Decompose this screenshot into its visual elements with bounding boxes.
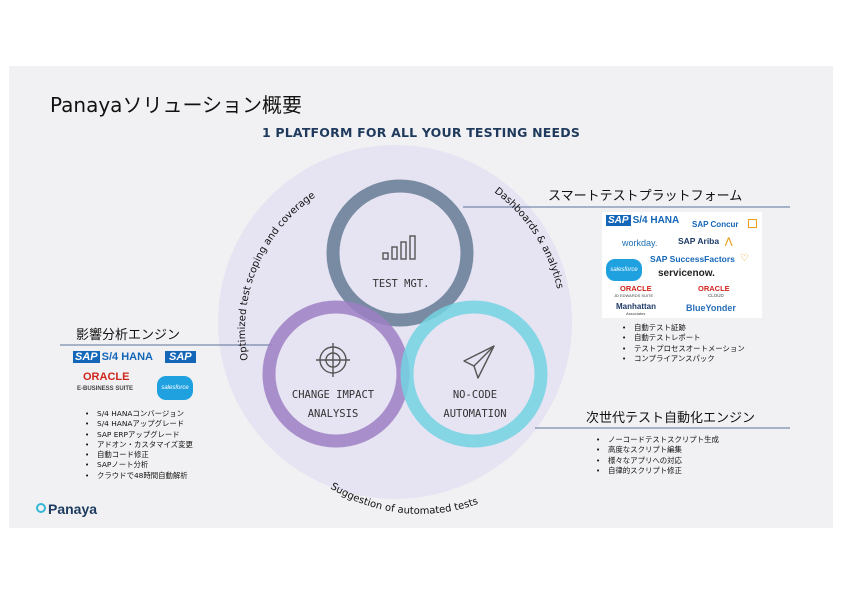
concur-logo: SAP Concur: [692, 220, 739, 229]
test-mgt-circle: [326, 179, 474, 327]
list-item: S/4 HANAアップグレード: [85, 419, 193, 430]
subtitle: 1 PLATFORM FOR ALL YOUR TESTING NEEDS: [261, 125, 581, 140]
list-item: SAPノート分析: [85, 460, 193, 471]
oracle-cloud-sub: CLOUD: [708, 293, 724, 298]
automation-circle: [400, 300, 548, 448]
brand-name: Panaya: [48, 501, 98, 517]
list-item: コンプライアンスパック: [622, 354, 745, 365]
oracle-logo: ORACLE: [83, 371, 130, 383]
list-item: S/4 HANAコンバージョン: [85, 409, 193, 420]
target-icon: [316, 343, 350, 377]
sap-logo: SAP: [165, 351, 196, 363]
impact-engine-heading: 影響分析エンジン: [76, 328, 181, 343]
list-item: 様々なアプリへの対応: [596, 456, 719, 467]
list-item: 自律的スクリプト修正: [596, 466, 719, 477]
concur-icon: [748, 219, 757, 228]
oracle-jde-logo: ORACLE: [620, 284, 652, 293]
automation-label-line-1: NO-CODE: [453, 389, 497, 401]
servicenow-logo: servicenow.: [658, 268, 715, 279]
sap-tag: SAP: [606, 215, 631, 226]
impact-label-line-2: ANALYSIS: [308, 408, 359, 420]
smart-platform-heading: スマートテストプラットフォーム: [548, 189, 743, 204]
bar-chart-icon: [382, 235, 416, 260]
list-item: 自動テストレポート: [622, 333, 745, 344]
oracle-cloud-logo: ORACLE: [698, 284, 730, 293]
blueyonder-logo: BlueYonder: [686, 303, 736, 313]
automation-engine-bullets: ノーコードテストスクリプト生成 高度なスクリプト編集 様々なアプリへの対応 自律…: [596, 435, 719, 476]
list-item: クラウドで48時間自動解析: [85, 471, 193, 482]
list-item: 自動テスト証跡: [622, 323, 745, 334]
page-title: Panayaソリューション概要: [50, 93, 303, 117]
list-item: 高度なスクリプト編集: [596, 445, 719, 456]
panaya-logo-icon: [36, 503, 46, 513]
workday-logo: workday.: [622, 238, 658, 248]
heart-icon: ♡: [740, 253, 749, 264]
oracle-jde-sub: JD EDWARDS SUITE: [614, 293, 654, 298]
ariba-logo: SAP Ariba: [678, 236, 720, 246]
smart-platform-bullets: 自動テスト証跡 自動テストレポート テストプロセスオートメーション コンプライア…: [622, 323, 745, 364]
list-item: ノーコードテストスクリプト生成: [596, 435, 719, 446]
salesforce-logo: salesforce: [606, 259, 642, 281]
ariba-icon: ⋀: [725, 236, 733, 246]
oracle-sub: E-BUSINESS SUITE: [77, 386, 134, 392]
manhattan-logo: Manhattan: [616, 302, 656, 311]
list-item: アドオン・カスタマイズ変更: [85, 440, 193, 451]
salesforce-logo: salesforce: [157, 376, 193, 400]
list-item: テストプロセスオートメーション: [622, 344, 745, 355]
paper-plane-icon: [463, 345, 495, 379]
impact-label-line-1: CHANGE IMPACT: [292, 389, 375, 401]
manhattan-sub: Associates: [626, 311, 646, 316]
list-item: SAP ERPアップグレード: [85, 430, 193, 441]
list-item: 自動コード修正: [85, 450, 193, 461]
test-mgt-label: TEST MGT.: [373, 278, 430, 290]
successfactors-logo: SAP SuccessFactors: [650, 254, 735, 264]
automation-label-line-2: AUTOMATION: [443, 408, 506, 420]
automation-engine-heading: 次世代テスト自動化エンジン: [586, 411, 756, 426]
impact-engine-bullets: S/4 HANAコンバージョン S/4 HANAアップグレード SAP ERPア…: [85, 409, 193, 481]
